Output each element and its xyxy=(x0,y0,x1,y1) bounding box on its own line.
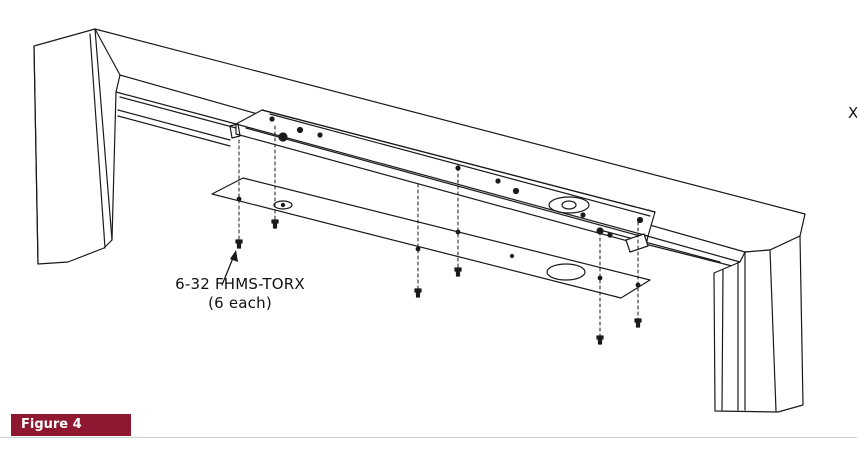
callout-line-2: (6 each) xyxy=(208,294,272,312)
screw xyxy=(596,335,604,345)
screw xyxy=(634,318,642,328)
left-jamb xyxy=(33,28,121,265)
edge-label: X xyxy=(848,104,857,122)
screw-callout: 6-32 FHMS-TORX (6 each) xyxy=(150,275,330,313)
figure-label: Figure 4 xyxy=(11,414,131,436)
divider xyxy=(0,437,857,438)
alignment-lines xyxy=(238,125,639,337)
screw xyxy=(271,219,279,229)
callout-line-1: 6-32 FHMS-TORX xyxy=(175,275,305,293)
right-jamb xyxy=(713,235,804,413)
cover-plate xyxy=(211,177,651,299)
screw xyxy=(414,288,422,298)
callout-leader xyxy=(221,250,238,286)
screw xyxy=(235,239,243,249)
screws xyxy=(235,219,642,345)
screw xyxy=(454,267,462,277)
closer-body xyxy=(229,109,656,253)
